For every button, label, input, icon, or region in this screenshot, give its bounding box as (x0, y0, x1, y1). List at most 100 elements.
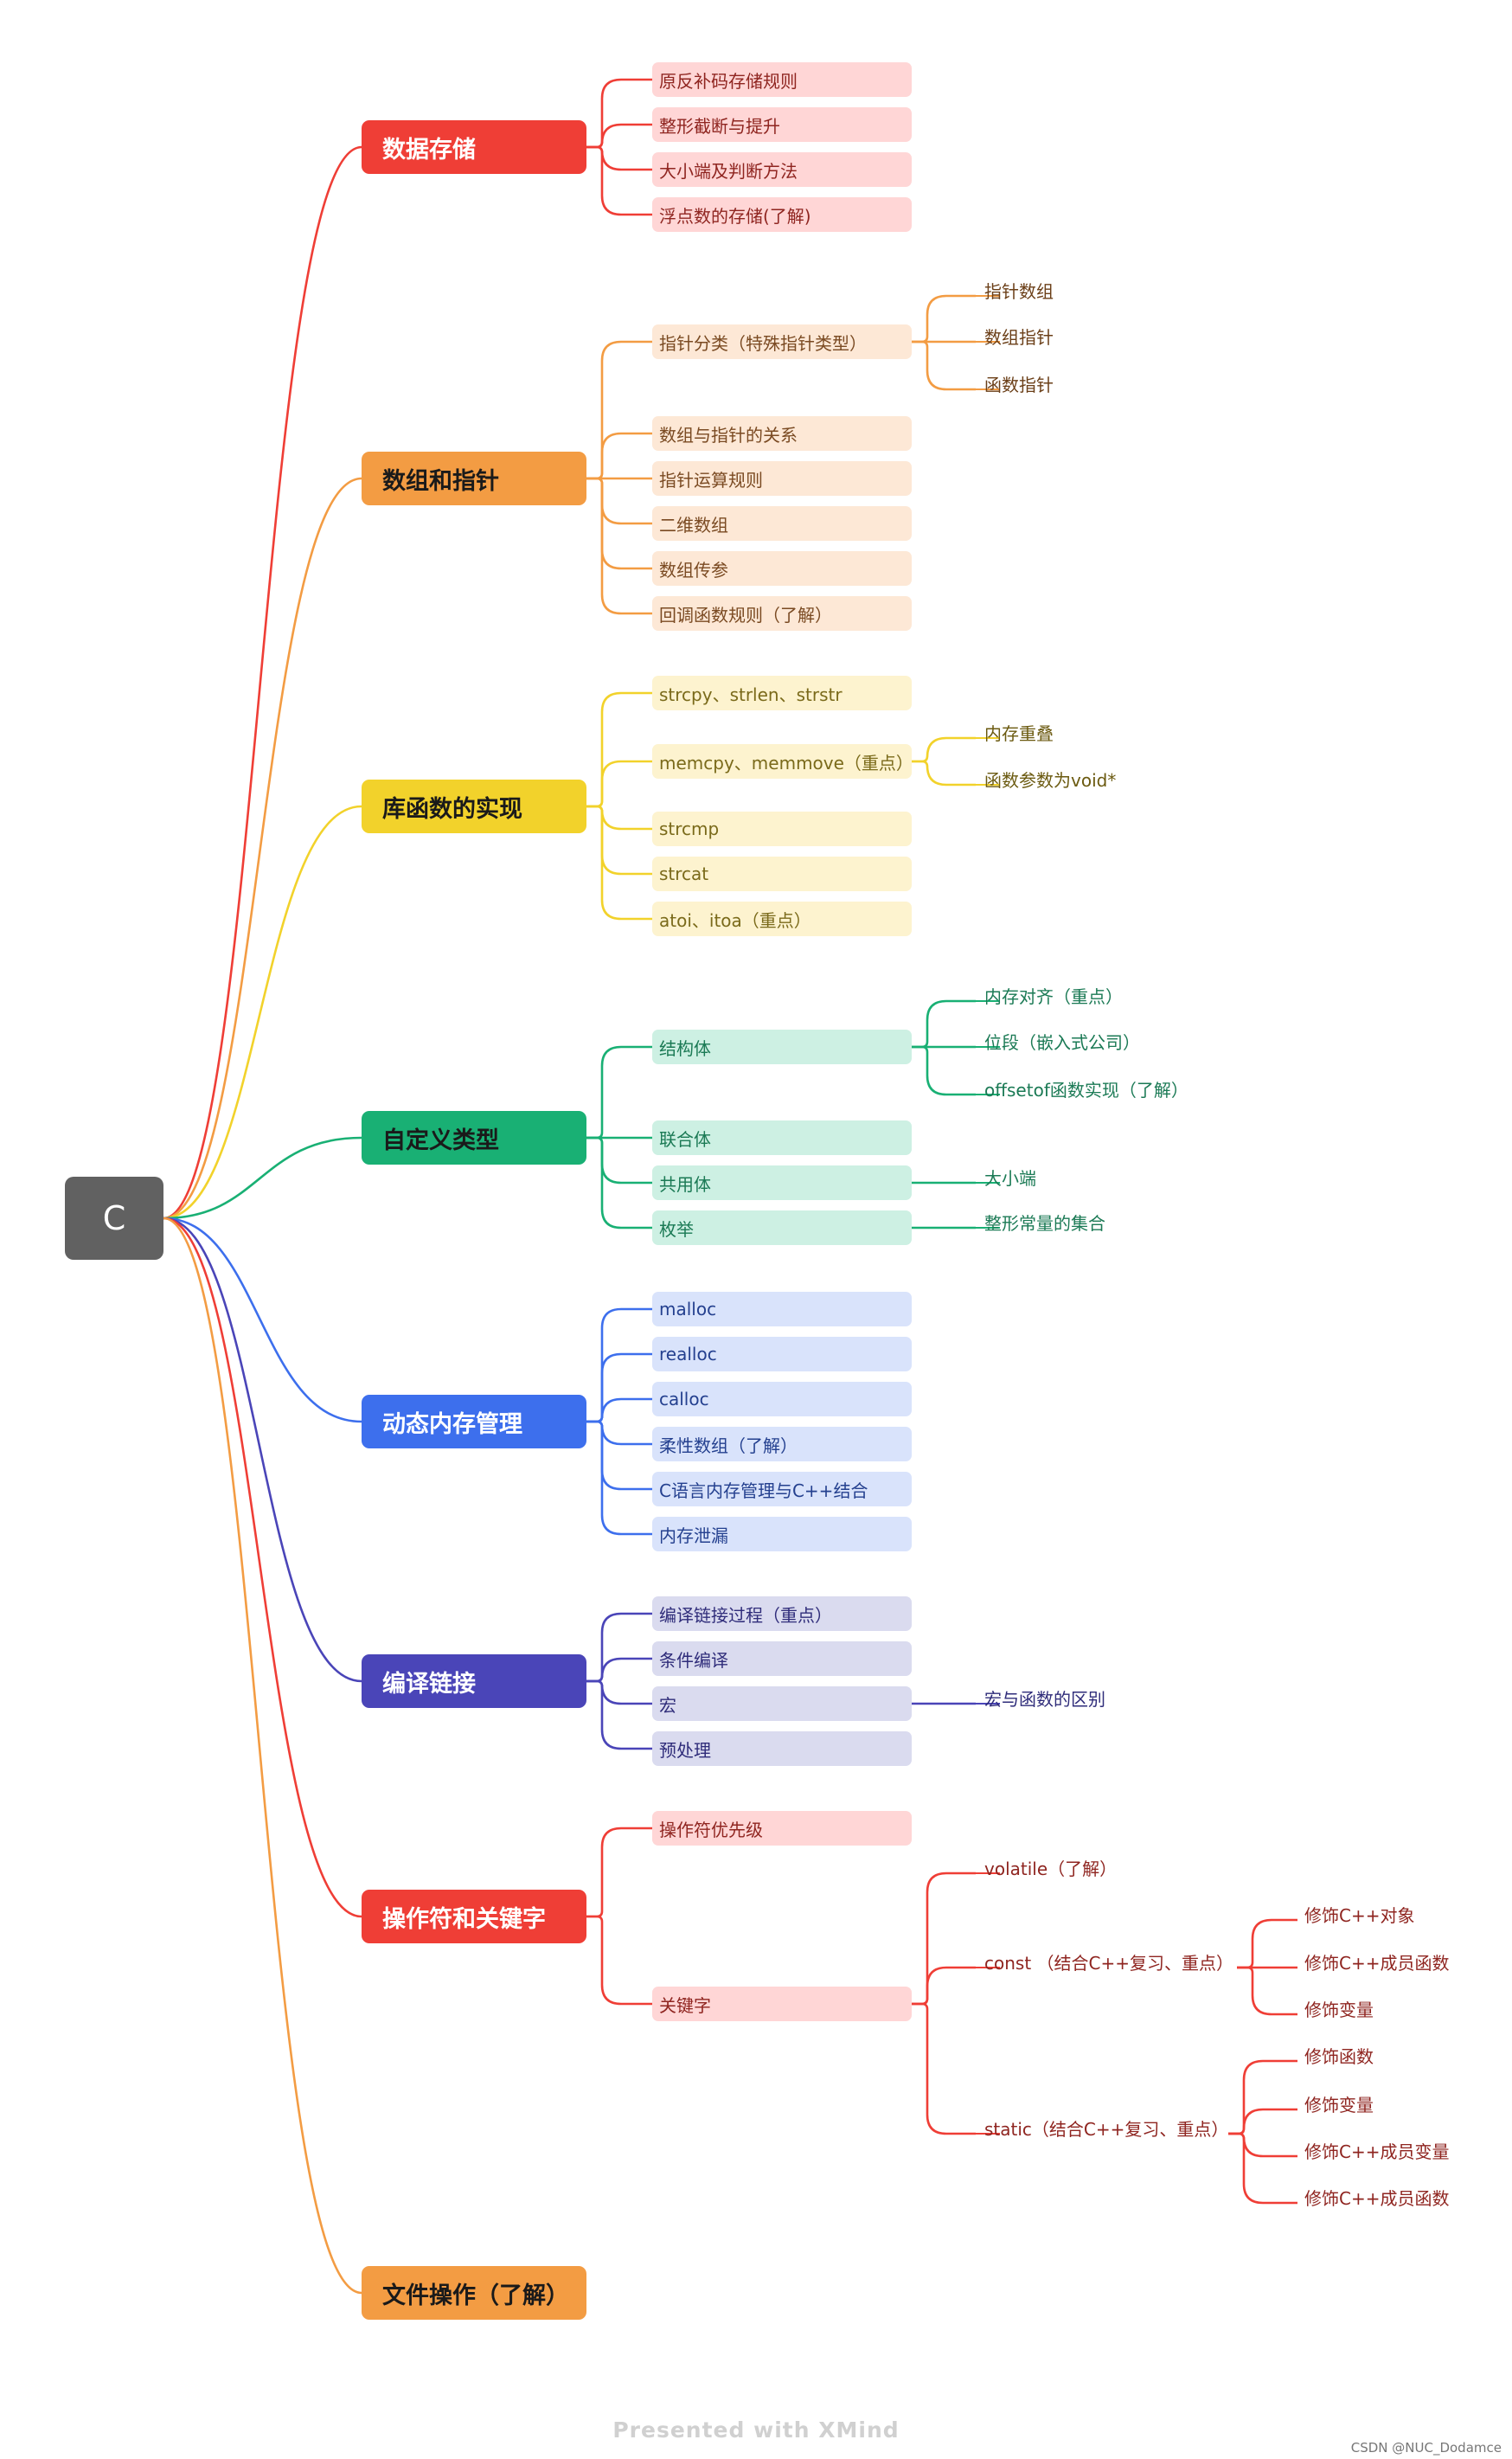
topic-2-0[interactable]: strcpy、strlen、strstr (652, 676, 912, 710)
topic-4-3[interactable]: 柔性数组（了解） (652, 1427, 912, 1461)
branch-1-link-5 (586, 477, 652, 615)
branch-2-link-2 (586, 805, 652, 831)
subtopic-6-1-1[interactable]: const （结合C++复习、重点） (984, 1953, 1234, 1974)
root-link-1 (163, 477, 362, 1220)
root-link-5 (163, 1217, 362, 1683)
branch-5[interactable]: 编译链接 (362, 1654, 586, 1708)
topic-1-0[interactable]: 指针分类（特殊指针类型） (652, 324, 912, 359)
topic-2-1[interactable]: memcpy、memmove（重点） (652, 744, 913, 779)
branch-4-link-3 (586, 1420, 652, 1446)
topic-0-0[interactable]: 原反补码存储规则 (652, 62, 912, 97)
topic-1-3[interactable]: 二维数组 (652, 506, 912, 541)
branch-2[interactable]: 库函数的实现 (362, 780, 586, 833)
topic-0-2[interactable]: 大小端及判断方法 (652, 152, 912, 187)
topic-1-4[interactable]: 数组传参 (652, 551, 912, 586)
topic-5-0[interactable]: 编译链接过程（重点） (652, 1596, 912, 1631)
topic-6-1-link-0 (912, 1872, 976, 2006)
branch-4[interactable]: 动态内存管理 (362, 1395, 586, 1448)
branch-0-link-3 (586, 145, 652, 216)
branch-4-link-4 (586, 1420, 652, 1491)
branch-3-link-3 (586, 1136, 652, 1230)
root-node[interactable]: C (65, 1177, 163, 1260)
topic-0-3[interactable]: 浮点数的存储(了解) (652, 197, 912, 232)
branch-4-link-2 (586, 1397, 652, 1423)
topic-4-0[interactable]: malloc (652, 1292, 912, 1326)
subtopic-3-0-1[interactable]: 位段（嵌入式公司） (984, 1032, 1140, 1053)
topic-1-1[interactable]: 数组与指针的关系 (652, 416, 912, 451)
subtopic-6-1-0[interactable]: volatile（了解） (984, 1859, 1118, 1879)
root-link-4 (163, 1217, 362, 1423)
branch-0[interactable]: 数据存储 (362, 120, 586, 174)
subtopic-3-2-0[interactable]: 大小端 (984, 1168, 1036, 1189)
topic-2-2[interactable]: strcmp (652, 812, 912, 846)
topic-2-3[interactable]: strcat (652, 857, 912, 891)
branch-6-link-1 (586, 1915, 652, 2006)
branch-1[interactable]: 数组和指针 (362, 452, 586, 505)
subtopic-6-1-2-link-2 (1228, 2132, 1297, 2158)
branch-3[interactable]: 自定义类型 (362, 1111, 586, 1165)
root-link-2 (163, 805, 362, 1220)
topic-5-1[interactable]: 条件编译 (652, 1641, 912, 1676)
root-link-6 (163, 1217, 362, 1918)
branch-2-link-0 (586, 691, 652, 808)
topic-4-4[interactable]: C语言内存管理与C++结合 (652, 1472, 912, 1506)
branch-4-link-0 (586, 1307, 652, 1423)
csdn-watermark: CSDN @NUC_Dodamce (1350, 2440, 1502, 2456)
subtopic-2-1-0[interactable]: 内存重叠 (984, 723, 1054, 744)
subtopic-6-1-1-link-0 (1237, 1918, 1297, 1969)
branch-2-link-4 (586, 805, 652, 921)
subtopic-6-1-2-link-3 (1228, 2132, 1297, 2205)
subtopic-1-0-0[interactable]: 指针数组 (984, 281, 1054, 302)
subtopic-3-3-0[interactable]: 整形常量的集合 (984, 1213, 1105, 1234)
branch-0-link-1 (586, 123, 652, 149)
topic-3-0-link-2 (912, 1045, 976, 1096)
branch-3-link-2 (586, 1136, 652, 1185)
topic-2-1-link-1 (912, 760, 976, 786)
subtopic-5-2-0[interactable]: 宏与函数的区别 (984, 1689, 1105, 1710)
topic-4-1[interactable]: realloc (652, 1337, 912, 1371)
branch-6[interactable]: 操作符和关键字 (362, 1890, 586, 1943)
branch-2-link-3 (586, 805, 652, 876)
topic-3-0[interactable]: 结构体 (652, 1030, 912, 1064)
topic-1-2[interactable]: 指针运算规则 (652, 461, 912, 496)
detail-6-1-2-1[interactable]: 修饰变量 (1304, 2095, 1374, 2116)
topic-0-1[interactable]: 整形截断与提升 (652, 107, 912, 142)
topic-6-0[interactable]: 操作符优先级 (652, 1811, 912, 1846)
subtopic-3-0-2[interactable]: offsetof函数实现（了解） (984, 1080, 1188, 1101)
topic-3-3[interactable]: 枚举 (652, 1210, 912, 1245)
root-link-7 (163, 1217, 362, 2295)
detail-6-1-1-2[interactable]: 修饰变量 (1304, 2000, 1374, 2020)
topic-2-4[interactable]: atoi、itoa（重点） (652, 902, 912, 936)
detail-6-1-2-2[interactable]: 修饰C++成员变量 (1304, 2141, 1450, 2162)
topic-5-2[interactable]: 宏 (652, 1686, 912, 1721)
subtopic-6-1-2[interactable]: static（结合C++复习、重点） (984, 2119, 1229, 2140)
branch-0-link-0 (586, 78, 652, 149)
branch-6-link-0 (586, 1827, 652, 1918)
branch-7[interactable]: 文件操作（了解） (362, 2266, 586, 2320)
xmind-footer: Presented with XMind (612, 2417, 900, 2443)
subtopic-3-0-0[interactable]: 内存对齐（重点） (984, 986, 1123, 1007)
topic-5-3[interactable]: 预处理 (652, 1731, 912, 1766)
topic-6-1[interactable]: 关键字 (652, 1987, 912, 2021)
topic-3-1[interactable]: 联合体 (652, 1120, 912, 1155)
branch-3-link-0 (586, 1045, 652, 1140)
branch-1-link-3 (586, 477, 652, 525)
subtopic-6-1-2-link-0 (1228, 2059, 1297, 2135)
topic-3-2[interactable]: 共用体 (652, 1165, 912, 1200)
branch-1-link-1 (586, 432, 652, 480)
branch-4-link-1 (586, 1352, 652, 1423)
branch-5-link-3 (586, 1679, 652, 1750)
topic-2-1-link-0 (912, 736, 976, 763)
topic-4-2[interactable]: calloc (652, 1382, 912, 1416)
subtopic-2-1-1[interactable]: 函数参数为void* (984, 770, 1117, 791)
topic-1-0-link-2 (912, 340, 976, 391)
detail-6-1-2-0[interactable]: 修饰函数 (1304, 2046, 1374, 2067)
topic-4-5[interactable]: 内存泄漏 (652, 1517, 912, 1551)
subtopic-1-0-1[interactable]: 数组指针 (984, 327, 1054, 348)
detail-6-1-1-0[interactable]: 修饰C++对象 (1304, 1905, 1415, 1926)
detail-6-1-2-3[interactable]: 修饰C++成员函数 (1304, 2188, 1450, 2209)
topic-1-0-link-0 (912, 294, 976, 343)
subtopic-1-0-2[interactable]: 函数指针 (984, 375, 1054, 395)
topic-1-5[interactable]: 回调函数规则（了解） (652, 596, 912, 631)
detail-6-1-1-1[interactable]: 修饰C++成员函数 (1304, 1953, 1450, 1974)
